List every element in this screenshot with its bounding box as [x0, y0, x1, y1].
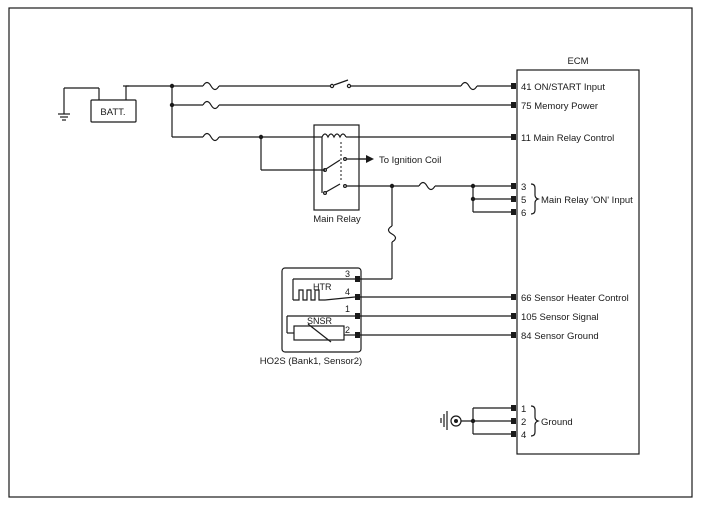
relay-contact-icon — [325, 159, 341, 170]
fuse-icon — [460, 81, 478, 91]
ecm-label: ECM — [567, 56, 588, 67]
main-relay-label: Main Relay — [313, 214, 361, 225]
fuse-icon — [202, 132, 220, 142]
arrow-right-icon — [366, 155, 374, 163]
brace-icon — [530, 405, 540, 437]
ecm-pin-sensor-signal: 105 Sensor Signal — [521, 312, 599, 323]
ecm-relay-on-label: Main Relay 'ON' Input — [541, 195, 633, 206]
ecm-pin-main-relay-control: 11 Main Relay Control — [521, 133, 614, 144]
ecm-pin-memory-power: 75 Memory Power — [521, 101, 598, 112]
ecm-pin-ground-1: 1 — [521, 404, 526, 415]
ecm-pin-sensor-ground: 84 Sensor Ground — [521, 331, 599, 342]
sensor-element-label: SNSR — [307, 316, 333, 326]
ho2s-sensor: 3 4 1 2 HTR SNSR HO2S (Bank1, Sensor2) — [260, 267, 362, 367]
sensor-pin-4: 4 — [345, 287, 350, 297]
line-on-start: 41 ON/START Input — [172, 79, 605, 93]
ecm-pin-relay-on-6: 6 — [521, 208, 526, 219]
power-bus — [169, 83, 175, 137]
ecm-pin-ground-4: 4 — [521, 430, 526, 441]
ignition-coil-output: To Ignition Coil — [359, 155, 441, 166]
line-sensor-ground: 84 Sensor Ground — [360, 331, 599, 342]
relay-coil-icon — [321, 133, 347, 139]
fuse-icon — [202, 100, 220, 110]
ecm-block: ECM — [516, 56, 640, 455]
sensor-pin-2: 2 — [345, 325, 350, 335]
heater-label: HTR — [313, 282, 332, 292]
ecm-pin-heater-control: 66 Sensor Heater Control — [521, 293, 629, 304]
ignition-switch-icon — [329, 83, 335, 89]
ecm-ground-label: Ground — [541, 417, 573, 428]
diagram-frame — [8, 7, 693, 498]
line-main-relay-control: 11 Main Relay Control — [172, 132, 614, 171]
line-sensor-signal: 105 Sensor Signal — [360, 312, 599, 323]
sensor-pin-3: 3 — [345, 269, 350, 279]
sensor-label: HO2S (Bank1, Sensor2) — [260, 356, 362, 367]
line-heater-feed — [360, 186, 397, 280]
fuse-icon — [202, 81, 220, 91]
sensor-pin-1: 1 — [345, 304, 350, 314]
ignition-coil-label: To Ignition Coil — [379, 155, 441, 166]
battery: BATT. — [58, 85, 172, 123]
chassis-ground-icon — [440, 411, 462, 430]
heater-element-icon — [293, 289, 325, 301]
ecm-pin-ground-2: 2 — [521, 417, 526, 428]
line-ecm-ground: 1 2 4 Ground — [440, 404, 573, 441]
battery-label: BATT. — [100, 107, 125, 118]
ecm-pin-relay-on-3: 3 — [521, 182, 526, 193]
battery-ground-icon — [58, 113, 70, 121]
line-relay-on-input: 3 5 6 Main Relay 'ON' Input — [389, 181, 633, 219]
main-relay: Main Relay — [313, 124, 392, 225]
ecm-pin-relay-on-5: 5 — [521, 195, 526, 206]
brace-icon — [530, 183, 540, 215]
fuse-icon — [387, 225, 397, 243]
ecm-pin-on-start: 41 ON/START Input — [521, 82, 605, 93]
ecm-pin-marker — [511, 83, 516, 89]
line-memory-power: 75 Memory Power — [172, 100, 598, 112]
line-heater-control: 66 Sensor Heater Control — [360, 293, 629, 304]
fuse-icon — [418, 181, 436, 191]
